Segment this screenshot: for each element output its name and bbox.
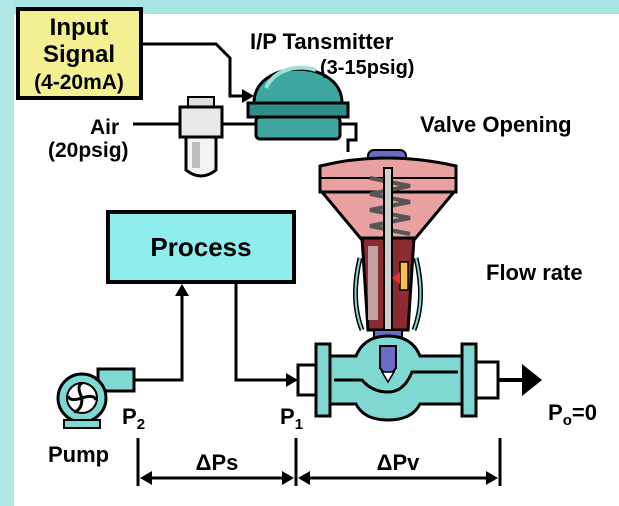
po-label: Po=0	[548, 400, 597, 429]
valve-actuator	[318, 149, 458, 369]
dimension-lines	[136, 438, 502, 486]
input-signal-line1: Input	[50, 14, 109, 41]
process-label: Process	[150, 232, 251, 262]
signal-line	[141, 42, 242, 98]
process-outlet-pipe	[234, 282, 286, 382]
flow-rate-label: Flow rate	[486, 260, 583, 285]
valve-inlet-arrowhead	[286, 373, 298, 387]
air-label-line2: (20psig)	[48, 139, 129, 162]
input-signal-line2: Signal	[43, 41, 115, 68]
pump-label: Pump	[48, 442, 109, 467]
ip-transmitter	[246, 65, 350, 141]
input-signal-box: Input Signal (4-20mA)	[16, 7, 143, 100]
signal-arrowhead	[242, 89, 254, 103]
process-inlet-arrowhead	[175, 284, 189, 296]
dpv-label: ΔPv	[377, 450, 420, 475]
pump	[56, 367, 136, 429]
outlet-arrowhead	[522, 364, 542, 396]
left-band	[0, 0, 14, 506]
pneumatic-line	[340, 122, 358, 152]
air-label-line1: Air	[90, 116, 119, 139]
pump-discharge-pipe	[134, 296, 184, 382]
transmitter-title: I/P Tansmitter	[250, 29, 394, 54]
valve-opening-label: Valve Opening	[420, 112, 572, 137]
transmitter-range: (3-15psig)	[320, 57, 414, 79]
process-box: Process	[106, 210, 296, 284]
top-band	[0, 0, 619, 14]
p2-label: P2	[122, 404, 145, 433]
air-filter-regulator	[178, 96, 224, 178]
input-signal-line3: (4-20mA)	[34, 71, 124, 94]
valve-body	[296, 334, 500, 422]
dps-label: ΔPs	[196, 450, 239, 475]
p1-label: P1	[280, 404, 303, 433]
